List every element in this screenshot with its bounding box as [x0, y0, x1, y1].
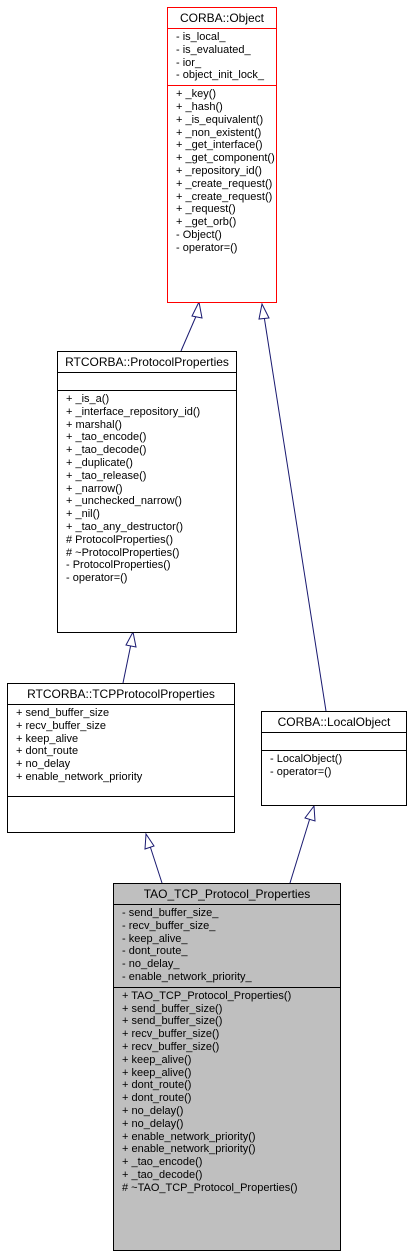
member-row: + _tao_decode()	[66, 444, 147, 457]
member-row: + keep_alive	[16, 732, 79, 745]
member-row: + _tao_release()	[66, 469, 147, 482]
member-row: + _narrow()	[66, 482, 123, 495]
member-row: + _request()	[176, 203, 236, 216]
member-row: - ProtocolProperties()	[66, 559, 171, 572]
member-row: + enable_network_priority	[16, 770, 143, 783]
class-title: CORBA::Object	[179, 11, 265, 25]
methods-section: + TAO_TCP_Protocol_Properties()+ send_bu…	[114, 986, 340, 1198]
member-row: + enable_network_priority()	[122, 1143, 256, 1156]
member-row: # ~TAO_TCP_Protocol_Properties()	[122, 1181, 298, 1194]
member-row: + no_delay()	[122, 1117, 184, 1130]
member-row: + dont_route()	[122, 1092, 192, 1105]
member-row: - LocalObject()	[270, 753, 343, 765]
methods-section	[8, 795, 234, 814]
member-row: + send_buffer_size	[16, 707, 110, 719]
methods-section: + _is_a()+ _interface_repository_id()+ m…	[58, 390, 236, 588]
member-row: - Object()	[176, 228, 222, 241]
arrowhead-protocolproperties	[125, 630, 137, 648]
attributes-section: + send_buffer_size+ recv_buffer_size+ ke…	[8, 704, 234, 796]
member-row: + _tao_encode()	[122, 1156, 203, 1169]
member-row: + marshal()	[66, 418, 122, 431]
member-row: - operator=()	[270, 765, 332, 778]
member-row: - operator=()	[176, 241, 238, 254]
member-row: - recv_buffer_size_	[122, 919, 216, 932]
member-row: # ~ProtocolProperties()	[66, 546, 180, 559]
class-tao-tcp-protocol-properties[interactable]: TAO_TCP_Protocol_Properties - send_buffe…	[113, 883, 341, 1251]
member-row: + _is_a()	[66, 393, 110, 405]
member-row: + dont_route	[16, 745, 79, 758]
member-row: - enable_network_priority_	[122, 970, 252, 983]
member-row: + _create_request()	[176, 177, 273, 190]
member-row: + _get_interface()	[176, 139, 263, 152]
member-row: + _is_equivalent()	[176, 113, 264, 126]
member-row: + _key()	[176, 88, 217, 101]
member-row: + _create_request()	[176, 190, 273, 203]
member-row: + keep_alive()	[122, 1066, 192, 1079]
arrowhead-object-right	[258, 302, 270, 320]
attributes-section: - is_local_- is_evaluated_- ior_- object…	[168, 28, 276, 85]
class-title: TAO_TCP_Protocol_Properties	[143, 887, 311, 901]
member-row: + TAO_TCP_Protocol_Properties()	[122, 989, 292, 1002]
member-row: + send_buffer_size()	[122, 1015, 223, 1028]
member-row: + _unchecked_narrow()	[66, 495, 182, 508]
edge-tao-to-localobject	[289, 817, 311, 884]
member-row: + no_delay	[16, 758, 71, 771]
arrowhead-tcp	[144, 832, 155, 850]
member-row: + _interface_repository_id()	[66, 405, 201, 418]
edge-localobject-to-object	[263, 315, 327, 712]
member-row: - object_init_lock_	[176, 69, 265, 82]
edge-protocolproperties-to-object	[180, 313, 198, 352]
class-rtcorba-tcpprotocolproperties[interactable]: RTCORBA::TCPProtocolProperties + send_bu…	[7, 683, 235, 833]
class-title: RTCORBA::ProtocolProperties	[65, 355, 229, 369]
attributes-section	[58, 372, 236, 390]
member-row: + recv_buffer_size	[16, 719, 106, 732]
methods-section: - LocalObject()- operator=()	[262, 750, 406, 782]
member-row: - no_delay_	[122, 958, 180, 971]
member-row: + _tao_encode()	[66, 431, 147, 444]
class-rtcorba-protocolproperties[interactable]: RTCORBA::ProtocolProperties + _is_a()+ _…	[57, 351, 237, 633]
methods-section: + _key()+ _hash()+ _is_equivalent()+ _no…	[168, 85, 276, 257]
member-row: - operator=()	[66, 572, 128, 585]
member-row: - is_evaluated_	[176, 43, 251, 56]
attributes-section	[262, 732, 406, 750]
member-row: + _nil()	[66, 508, 100, 521]
member-row: - send_buffer_size_	[122, 907, 219, 919]
class-title: RTCORBA::TCPProtocolProperties	[27, 687, 215, 701]
member-row: - is_local_	[176, 31, 226, 43]
member-row: - ior_	[176, 56, 202, 69]
member-row: + no_delay()	[122, 1104, 184, 1117]
member-row: + _duplicate()	[66, 456, 133, 469]
class-corba-localobject[interactable]: CORBA::LocalObject - LocalObject()- oper…	[261, 711, 407, 806]
arrowhead-localobject	[304, 804, 316, 822]
member-row: + _tao_any_destructor()	[66, 520, 184, 533]
member-row: # ProtocolProperties()	[66, 533, 173, 546]
class-title: CORBA::LocalObject	[277, 715, 391, 729]
member-row: + enable_network_priority()	[122, 1130, 256, 1143]
member-row: + keep_alive()	[122, 1053, 192, 1066]
member-row: + recv_buffer_size()	[122, 1028, 220, 1041]
member-row: + send_buffer_size()	[122, 1002, 223, 1015]
member-row: + _get_component()	[176, 152, 275, 165]
edge-tcp-to-protocolproperties	[122, 643, 132, 684]
edge-tao-to-tcp	[149, 845, 163, 884]
member-row: - dont_route_	[122, 945, 188, 958]
member-row: + _tao_decode()	[122, 1168, 203, 1181]
member-row: + recv_buffer_size()	[122, 1040, 220, 1053]
member-row: + _repository_id()	[176, 164, 262, 177]
member-row: + _hash()	[176, 100, 223, 113]
class-corba-object[interactable]: CORBA::Object - is_local_- is_evaluated_…	[167, 7, 277, 303]
attributes-section: - send_buffer_size_- recv_buffer_size_- …	[114, 904, 340, 987]
arrowhead-object-left	[191, 300, 203, 319]
member-row: + dont_route()	[122, 1079, 192, 1092]
member-row: + _non_existent()	[176, 126, 262, 139]
member-row: - keep_alive_	[122, 932, 188, 945]
member-row: + _get_orb()	[176, 216, 237, 229]
